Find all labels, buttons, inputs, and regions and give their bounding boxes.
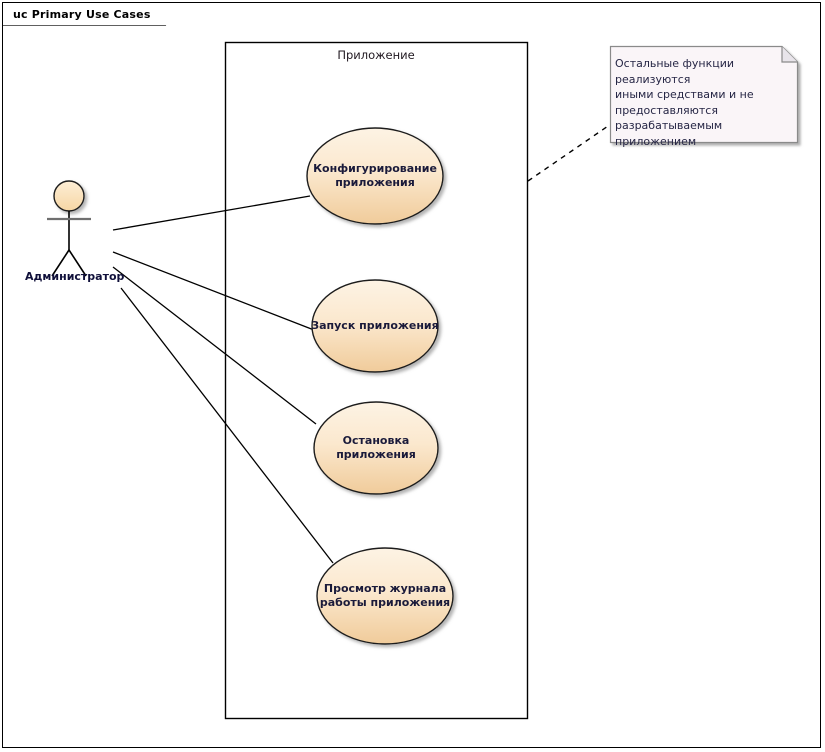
use-case-ellipse-start (311, 279, 439, 373)
association-line-view-log (120, 287, 334, 564)
use-case-ellipse-view-log (316, 547, 454, 645)
note-shape (609, 45, 799, 144)
use-case-ellipse-configure (306, 127, 444, 225)
use-case-ellipse-stop (313, 401, 439, 495)
diagram-title-tab[interactable]: uc Primary Use Cases (3, 3, 177, 25)
association-line-configure (112, 195, 311, 231)
note-text: Остальные функции реализуются иными сред… (615, 57, 754, 148)
association-line-start (112, 251, 315, 331)
actor-label: Администратор (25, 270, 125, 283)
diagram-title-text: uc Primary Use Cases (13, 7, 151, 21)
system-boundary-label: Приложение (337, 48, 415, 62)
note-anchor-line (527, 123, 612, 182)
actor-stick-figure-icon (47, 180, 91, 277)
use-case-shapes (306, 127, 454, 645)
association-lines (112, 195, 334, 564)
association-line-stop (112, 266, 317, 425)
